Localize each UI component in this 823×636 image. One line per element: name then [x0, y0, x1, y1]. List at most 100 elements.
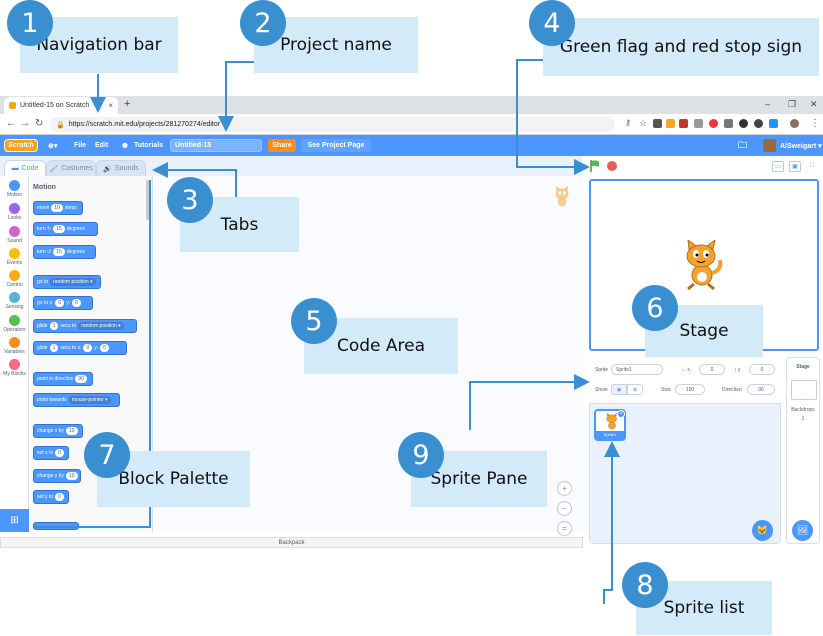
tab-sounds[interactable]: 🔊Sounds: [96, 160, 146, 176]
maximize-button[interactable]: ❐: [788, 99, 797, 109]
green-flag-icon[interactable]: [590, 160, 600, 172]
block-input[interactable]: 0: [83, 344, 93, 352]
size-field[interactable]: 100: [675, 384, 705, 395]
tutorials-menu[interactable]: Tutorials: [134, 142, 164, 149]
cat-sprite-icon[interactable]: [680, 240, 724, 290]
extension-icon[interactable]: [666, 119, 675, 128]
browser-menu-icon[interactable]: ⋮: [810, 118, 820, 129]
my-stuff-folder-icon[interactable]: 🗀: [738, 139, 748, 150]
block-input[interactable]: 1: [49, 344, 59, 352]
backpack-bar[interactable]: Backpack: [0, 537, 583, 548]
block-dropdown[interactable]: mouse-pointer ▾: [68, 396, 111, 404]
x-field[interactable]: 0: [699, 364, 725, 375]
category-variables[interactable]: Variables: [0, 337, 29, 355]
delete-sprite-icon[interactable]: ×: [617, 410, 625, 418]
block-input[interactable]: 10: [65, 427, 78, 435]
avatar[interactable]: [763, 139, 776, 152]
username-menu[interactable]: AlSweigart ▾: [780, 142, 822, 150]
show-visible-eye-icon[interactable]: ◉: [611, 384, 627, 395]
url-field[interactable]: 🔒 https://scratch.mit.edu/projects/28127…: [50, 117, 615, 132]
fullscreen-icon[interactable]: ⛶: [809, 163, 815, 169]
extension-icon[interactable]: [709, 119, 718, 128]
browser-tab[interactable]: Untitled-15 on Scratch ×: [4, 97, 118, 114]
window-close-button[interactable]: ✕: [810, 99, 818, 109]
reload-icon[interactable]: ↻: [35, 118, 44, 129]
category-motion[interactable]: Motion: [0, 180, 29, 198]
add-extension-button[interactable]: ⊞: [0, 509, 29, 532]
block-partial[interactable]: [33, 522, 79, 530]
stage-thumbnail[interactable]: [791, 380, 817, 400]
language-globe-icon[interactable]: ⊕▾: [48, 142, 58, 150]
zoom-out-button[interactable]: −: [557, 501, 572, 516]
extension-icon[interactable]: [679, 119, 688, 128]
minimize-button[interactable]: –: [765, 99, 771, 109]
block-input[interactable]: 10: [51, 204, 63, 212]
new-tab-button[interactable]: +: [124, 98, 131, 110]
block-input[interactable]: 15: [53, 248, 65, 256]
hide-eye-icon[interactable]: ⊘: [627, 384, 643, 395]
extension-icon[interactable]: [769, 119, 778, 128]
extension-icon[interactable]: [739, 119, 748, 128]
category-sensing[interactable]: Sensing: [0, 292, 29, 310]
block-dropdown[interactable]: random position ▾: [78, 322, 124, 330]
scratch-logo[interactable]: Scratch: [4, 139, 38, 152]
block-input[interactable]: 0: [55, 493, 64, 501]
see-project-page-button[interactable]: See Project Page: [301, 139, 371, 152]
block-dropdown[interactable]: random position ▾: [50, 278, 96, 286]
zoom-reset-button[interactable]: =: [557, 521, 572, 536]
category-events[interactable]: Events: [0, 248, 29, 266]
extension-icon[interactable]: [724, 119, 733, 128]
extension-icon[interactable]: [694, 119, 703, 128]
block-input[interactable]: 0: [72, 299, 81, 307]
category-sound[interactable]: Sound: [0, 226, 29, 244]
forward-icon[interactable]: →: [20, 118, 30, 129]
large-stage-button[interactable]: ▣: [789, 161, 801, 172]
block-input[interactable]: 0: [100, 344, 109, 352]
extension-icon[interactable]: [653, 119, 662, 128]
category-my-blocks[interactable]: My Blocks: [0, 359, 29, 377]
add-backdrop-button[interactable]: 🖼: [792, 520, 813, 541]
block-input[interactable]: 0: [55, 299, 65, 307]
edit-menu[interactable]: Edit: [95, 142, 109, 149]
add-sprite-button[interactable]: 🐱: [752, 520, 773, 541]
key-icon[interactable]: ⚷: [625, 118, 631, 127]
back-icon[interactable]: ←: [6, 118, 16, 129]
block-input[interactable]: 10: [65, 472, 78, 480]
zoom-in-button[interactable]: +: [557, 481, 572, 496]
tab-costumes[interactable]: 🖌Costumes: [46, 160, 96, 176]
stop-sign-icon[interactable]: [607, 161, 617, 171]
palette-scrollbar[interactable]: [146, 180, 149, 220]
y-field[interactable]: 0: [749, 364, 775, 375]
block-input[interactable]: 15: [53, 225, 65, 233]
share-button[interactable]: Share: [268, 139, 296, 152]
stage-target-pane[interactable]: Stage Backdrops 1: [786, 357, 820, 544]
direction-field[interactable]: 90: [747, 384, 775, 395]
category-control[interactable]: Control: [0, 270, 29, 288]
sprite-name-field[interactable]: Sprite1: [611, 364, 663, 375]
category-operators[interactable]: Operators: [0, 315, 29, 333]
category-looks[interactable]: Looks: [0, 203, 29, 221]
profile-avatar-icon[interactable]: [790, 119, 799, 128]
extension-icon[interactable]: [754, 119, 763, 128]
file-menu[interactable]: File: [74, 142, 87, 149]
tab-code[interactable]: ▬Code: [4, 160, 46, 176]
block-input[interactable]: 1: [49, 322, 59, 330]
tab-close-icon[interactable]: ×: [108, 101, 113, 110]
block-input[interactable]: 0: [55, 449, 64, 457]
bookmark-star-icon[interactable]: ☆: [639, 118, 648, 128]
small-stage-button[interactable]: ▭: [772, 161, 784, 172]
project-name-field[interactable]: Untitled-15: [170, 139, 262, 152]
